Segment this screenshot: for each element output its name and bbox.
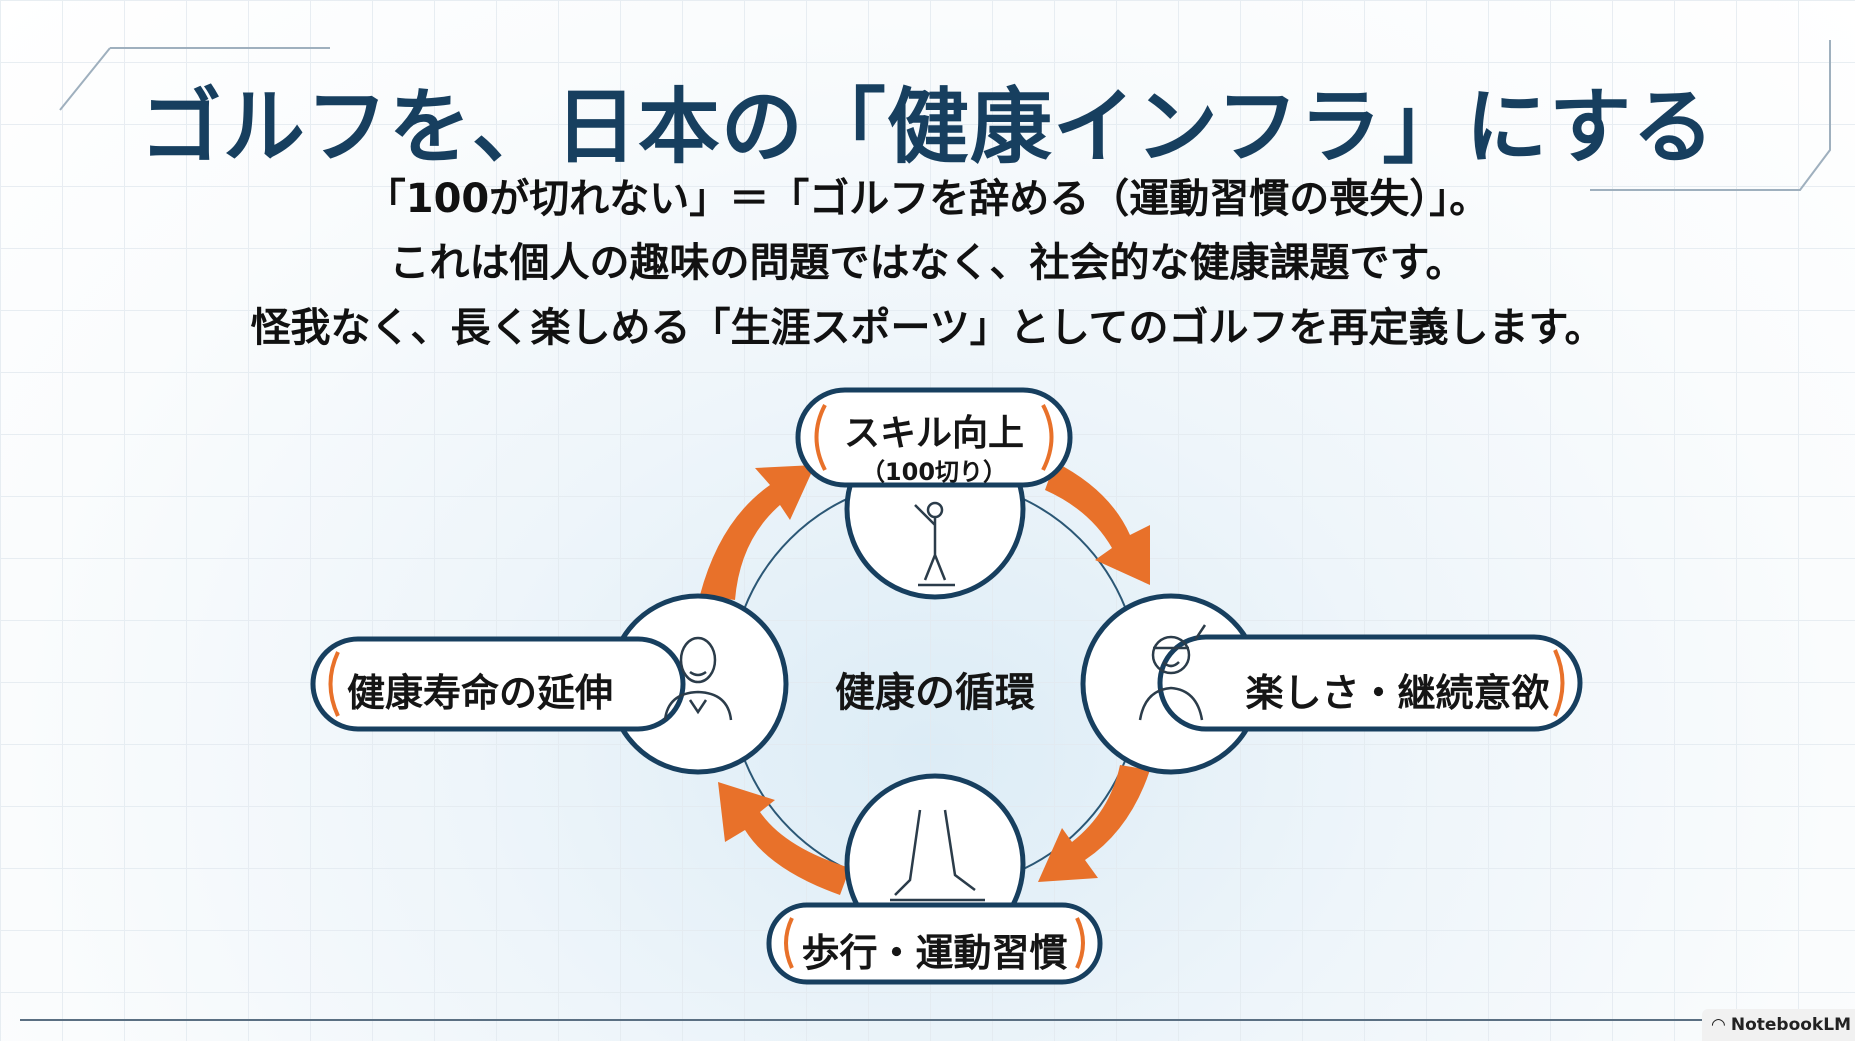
right-node-label: 楽しさ・継続意欲	[1245, 671, 1550, 715]
arrow-up-left-icon	[700, 465, 815, 600]
smiling-golfer-icon	[1138, 624, 1207, 721]
left-node-pill	[310, 636, 686, 732]
frame-decor	[59, 40, 1831, 191]
cycle-center-label: 健康の循環	[835, 670, 1035, 716]
golfer-swing-icon	[914, 501, 955, 587]
top-node-pill	[795, 387, 1073, 488]
subtitle-line-3: 怪我なく、長く楽しめる「生涯スポーツ」としてのゴルフを再定義します。	[250, 305, 1605, 351]
arrow-down-left-icon	[1038, 765, 1150, 882]
subtitle-line-2: これは個人の趣味の問題ではなく、社会的な健康課題です。	[389, 240, 1466, 286]
bottom-node-pill	[766, 902, 1103, 985]
notebooklm-logo-icon: ◠	[1711, 1015, 1731, 1035]
arrow-up-left2-icon	[718, 782, 850, 895]
page-title: ゴルフを、日本の「健康インフラ」にする	[139, 80, 1716, 175]
left-node-label: 健康寿命の延伸	[346, 671, 613, 715]
walking-legs-icon	[890, 809, 985, 902]
top-node-sublabel: （100切り）	[860, 458, 1008, 486]
elderly-man-icon	[663, 636, 733, 721]
top-node-label: スキル向上	[843, 413, 1024, 454]
subtitle-line-1: 「100が切れない」＝「ゴルフを辞める（運動習慣の喪失）」。	[365, 176, 1490, 222]
right-node-pill	[1157, 634, 1583, 732]
orange-cycle-arrows	[700, 462, 1150, 895]
notebooklm-badge: ◠ NotebookLM	[1701, 1009, 1855, 1041]
arrow-down-right-icon	[1045, 462, 1150, 585]
brand-label: NotebookLM	[1730, 1015, 1851, 1035]
bottom-node-label: 歩行・運動習慣	[801, 931, 1068, 975]
